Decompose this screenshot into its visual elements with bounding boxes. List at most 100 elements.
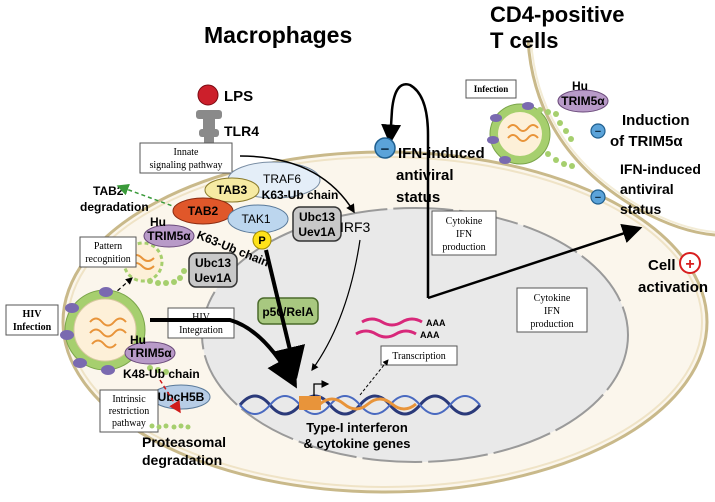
transcription-label: Transcription	[392, 351, 446, 362]
minus-sign-induction: −	[595, 126, 601, 138]
induction-line1: Induction	[622, 112, 690, 129]
trim5a-label-upper: TRIM5α	[147, 229, 191, 243]
cytokine-box-1	[431, 210, 497, 256]
infection-box	[465, 79, 517, 99]
tab2-label: TAB2	[188, 204, 219, 218]
p50-rela-label: p50/RelA	[262, 305, 314, 319]
arrow-to-irf3	[239, 155, 355, 214]
ubc13-top-label: Ubc13	[299, 210, 335, 224]
genes-line2: & cytokine genes	[304, 436, 411, 451]
ifn-status-t-line1: IFN-induced	[620, 161, 701, 177]
virion-lower-dots	[147, 365, 169, 375]
minus-sign-t: −	[595, 192, 601, 204]
transcription-box	[380, 345, 458, 366]
tab2-degradation-line2: degradation	[80, 200, 149, 214]
dna-strand-2	[239, 395, 481, 415]
cell-activation-line2: activation	[638, 279, 708, 296]
trim5a-shape-lower	[124, 341, 176, 365]
intrinsic-line3: pathway	[112, 418, 146, 429]
intrinsic-line2: restriction	[109, 406, 150, 417]
tab3-label: TAB3	[217, 183, 248, 197]
trim5a-shape-upper	[143, 224, 195, 248]
ubc13-uev1a-box-top	[292, 206, 342, 242]
mrna-group	[355, 317, 423, 339]
k48-chain-label: K48-Ub chain	[123, 367, 200, 381]
hu-label-t: Hu	[572, 79, 588, 93]
cell-activation-arrow	[427, 223, 643, 300]
cytokine1-line2: IFN	[456, 229, 472, 240]
hiv-infection-line1: HIV	[23, 309, 43, 320]
innate-line1: Innate	[174, 147, 200, 158]
trim5a-label-lower: TRIM5α	[128, 346, 172, 360]
cytokine2-line3: production	[530, 319, 573, 330]
infection-label: Infection	[474, 84, 509, 94]
proteasomal-line2: degradation	[142, 452, 222, 468]
transcription-dashed-arrow	[359, 359, 389, 396]
ifn-status-t-line2: antiviral	[620, 181, 674, 197]
cytokine1-line1: Cytokine	[446, 216, 483, 227]
plus-circle	[679, 252, 701, 274]
intrinsic-box	[99, 389, 159, 433]
intrinsic-line1: Intrinsic	[112, 394, 146, 405]
hu-label-lower: Hu	[130, 333, 146, 347]
tab2-degradation-line1: TAB2	[93, 184, 124, 198]
hiv-virion-main	[60, 287, 146, 375]
hu-label-upper: Hu	[150, 215, 166, 229]
trim5a-shape-t	[557, 89, 609, 113]
p50-rela-box	[257, 297, 319, 325]
traf6-label: TRAF6	[263, 172, 301, 186]
ubc13-uev1a-box-bottom	[188, 252, 238, 288]
genes-line1: Type-I interferon	[306, 420, 408, 435]
lps-molecule	[197, 84, 219, 106]
provirus	[319, 397, 417, 411]
phospho-label: P	[258, 235, 265, 247]
minus-sign-mac: −	[381, 141, 390, 158]
aaa-2: AAA	[420, 330, 440, 340]
degraded-fragments	[149, 423, 191, 430]
title-tcells-line2: T cells	[490, 28, 558, 53]
gene-segment	[299, 396, 321, 410]
ubc13-bottom-label: Ubc13	[195, 256, 231, 270]
tab3-shape	[204, 177, 260, 203]
cell-activation-line1: Cell	[648, 257, 676, 274]
transcription-start-arrow	[313, 380, 330, 396]
cytokine1-line3: production	[442, 242, 485, 253]
green-dashed-arrow	[116, 183, 179, 209]
irf3-to-nucleus-arrow	[311, 239, 361, 371]
ubch5b-label: UbcH5B	[158, 390, 205, 404]
minus-circle-induction	[590, 123, 606, 139]
dots-chain-upper	[147, 268, 187, 286]
ifn-status-mac-line2: antiviral	[396, 167, 454, 184]
hiv-infection-line2: Infection	[13, 322, 52, 333]
innate-box	[139, 142, 233, 174]
traf6-k63-label: K63-Ub chain	[262, 188, 339, 202]
minus-circle-mac	[374, 137, 396, 159]
lps-label: LPS	[224, 88, 253, 105]
ifn-status-mac-line3: status	[396, 189, 440, 206]
hiv-integration-line2: Integration	[179, 325, 223, 336]
cytokine2-line2: IFN	[544, 306, 560, 317]
proteasomal-line1: Proteasomal	[142, 434, 226, 450]
cytokine-box-2	[516, 287, 588, 333]
innate-line2: signaling pathway	[149, 160, 222, 171]
tak1-label: TAK1	[241, 212, 270, 226]
cytokine2-line1: Cytokine	[534, 293, 571, 304]
t-cell-dots	[537, 107, 575, 169]
ifn-status-t-line3: status	[620, 201, 661, 217]
uev1a-bottom-label: Uev1A	[194, 271, 232, 285]
irf3-label: IRF3	[340, 219, 371, 235]
phospho-circle	[252, 230, 272, 250]
induction-line2: of TRIM5α	[610, 133, 683, 150]
pattern-line1: Pattern	[94, 241, 122, 252]
pattern-line2: recognition	[85, 254, 131, 265]
minus-circle-t	[590, 189, 606, 205]
hiv-infection-box	[5, 304, 59, 336]
tak1-to-genes-arrow	[264, 249, 306, 379]
tlr4-label: TLR4	[224, 123, 259, 139]
t-cell-membrane	[526, 39, 715, 237]
uev1a-top-label: Uev1A	[298, 225, 336, 239]
trim5a-label-t: TRIM5α	[561, 94, 605, 108]
pattern-dashed-arrow	[106, 277, 133, 301]
title-macrophages: Macrophages	[204, 22, 352, 48]
